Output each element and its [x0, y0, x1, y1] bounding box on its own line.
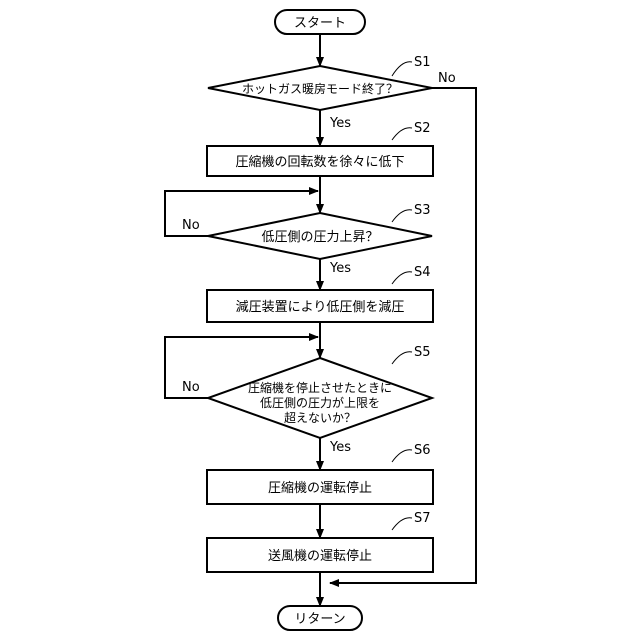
s3-no-label: No [182, 218, 200, 233]
s4-leader [392, 272, 412, 284]
s1-step-id: S1 [414, 55, 431, 70]
s3-step-id: S3 [414, 203, 431, 218]
s1-label: ホットガス暖房モード終了？ [242, 81, 398, 96]
s6-leader [392, 450, 412, 462]
s7-step-id: S7 [414, 511, 431, 526]
end-label: リターン [294, 612, 345, 627]
s5-yes-label: Yes [329, 440, 351, 455]
s7-label: 送風機の運転停止 [268, 548, 372, 564]
s6-label: 圧縮機の運転停止 [268, 480, 372, 496]
s1-leader [392, 62, 412, 76]
start-label: スタート [294, 16, 346, 31]
s2-label: 圧縮機の回転数を徐々に低下 [235, 154, 404, 170]
s5-label-line-2: 低圧側の圧力が上限を [260, 395, 380, 410]
s4-step-id: S4 [414, 265, 431, 280]
s3-leader [392, 210, 412, 222]
s5-label-line-3: 超えないか？ [284, 410, 356, 425]
s7-leader [392, 518, 412, 530]
s2-step-id: S2 [414, 121, 431, 136]
s5-label-line-1: 圧縮機を停止させたときに [248, 380, 392, 395]
s5-leader [392, 352, 412, 364]
s5-step-id: S5 [414, 345, 431, 360]
s1-no-label: No [438, 71, 456, 86]
s3-label: 低圧側の圧力上昇？ [261, 230, 378, 245]
s2-leader [392, 128, 412, 140]
s6-step-id: S6 [414, 443, 431, 458]
s1-yes-label: Yes [329, 116, 351, 131]
s3-yes-label: Yes [329, 261, 351, 276]
s4-label: 減圧装置により低圧側を減圧 [236, 299, 405, 315]
s5-no-label: No [182, 380, 200, 395]
